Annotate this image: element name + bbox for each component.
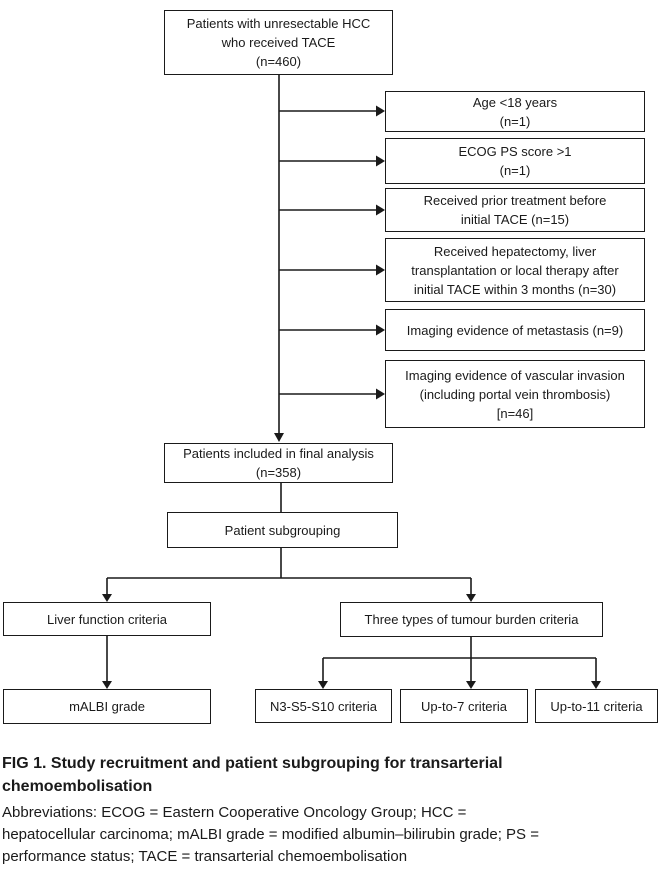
node-up-to-11-criteria: Up-to-11 criteria xyxy=(535,689,658,723)
figure-caption-title: FIG 1. Study recruitment and patient sub… xyxy=(2,755,503,795)
node-tumour-burden-criteria: Three types of tumour burden criteria xyxy=(340,602,603,637)
node-malbi-grade: mALBI grade xyxy=(3,689,211,724)
node-up-to-7-criteria: Up-to-7 criteria xyxy=(400,689,528,723)
node-final-analysis: Patients included in final analysis (n=3… xyxy=(164,443,393,483)
node-exclusion-ecog: ECOG PS score >1 (n=1) xyxy=(385,138,645,184)
flowchart-connectors xyxy=(102,75,601,689)
node-exclusion-vascular-invasion: Imaging evidence of vascular invasion (i… xyxy=(385,360,645,428)
connector-arrowheads xyxy=(102,105,601,689)
node-exclusion-hepatectomy: Received hepatectomy, liver transplantat… xyxy=(385,238,645,302)
figure-caption: FIG 1. Study recruitment and patient sub… xyxy=(2,752,662,868)
connector-lines xyxy=(106,75,597,682)
node-exclusion-metastasis: Imaging evidence of metastasis (n=9) xyxy=(385,309,645,351)
node-exclusion-age: Age <18 years (n=1) xyxy=(385,91,645,132)
figure-caption-abbreviations: Abbreviations: ECOG = Eastern Cooperativ… xyxy=(2,804,539,865)
node-n3-s5-s10-criteria: N3-S5-S10 criteria xyxy=(255,689,392,723)
node-patients-source: Patients with unresectable HCC who recei… xyxy=(164,10,393,75)
node-patient-subgrouping: Patient subgrouping xyxy=(167,512,398,548)
node-exclusion-prior-treatment: Received prior treatment before initial … xyxy=(385,188,645,232)
node-liver-function-criteria: Liver function criteria xyxy=(3,602,211,636)
